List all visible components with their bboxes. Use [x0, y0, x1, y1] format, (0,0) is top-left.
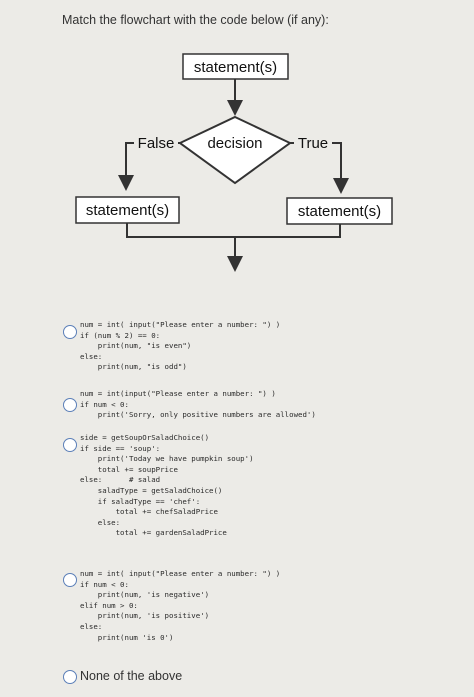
option-3-radio[interactable]: [63, 438, 77, 452]
option-4-code: num = int( input("Please enter a number:…: [80, 569, 281, 642]
option-none-radio[interactable]: [63, 670, 77, 684]
left-statement-label: statement(s): [86, 202, 169, 219]
option-3-code: side = getSoupOrSaladChoice() if side ==…: [80, 433, 254, 538]
question-text: Match the flowchart with the code below …: [62, 13, 329, 27]
option-2-radio[interactable]: [63, 398, 77, 412]
decision-label: decision: [207, 135, 262, 152]
true-label: True: [298, 135, 328, 152]
right-statement-label: statement(s): [298, 203, 381, 220]
option-none-label: None of the above: [80, 669, 183, 683]
top-statement-box: [182, 53, 289, 80]
option-1-code: num = int( input("Please enter a number:…: [80, 320, 281, 372]
top-statement-label: statement(s): [194, 59, 277, 76]
flowchart: statement(s) decision False True stateme…: [75, 53, 393, 272]
option-2-code: num = int(input("Please enter a number: …: [80, 389, 316, 420]
decision-diamond: [178, 115, 292, 185]
option-1-radio[interactable]: [63, 325, 77, 339]
false-label: False: [138, 135, 175, 152]
option-4-radio[interactable]: [63, 573, 77, 587]
left-statement-box: [75, 196, 180, 224]
